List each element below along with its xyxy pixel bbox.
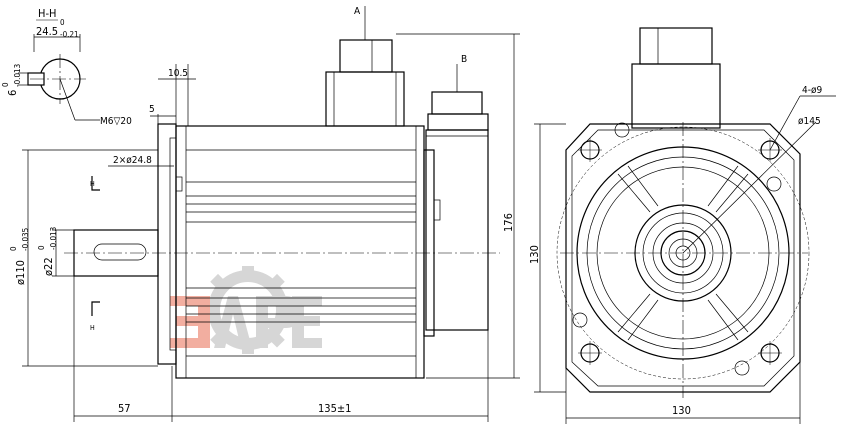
flange-dia-tol-low: -0.035 [21, 228, 30, 251]
spigot-dim: 5 [149, 104, 155, 115]
shaft-dia-dim: ø22 [42, 257, 55, 276]
key-height-dim: 6 [6, 90, 19, 96]
front-spokes [617, 165, 749, 341]
shaft-dia-tol-low: -0.013 [49, 227, 58, 250]
flange-thickness-dim: 10.5 [168, 68, 188, 79]
key-height-tol-up: 0 [1, 82, 10, 87]
holes-dim: 4-ø9 [802, 85, 822, 96]
body-length-dim: 135±1 [318, 402, 351, 415]
connector-b: B [427, 54, 489, 131]
square-width-dim: 130 [672, 404, 691, 417]
total-height-dim: 176 [502, 213, 515, 232]
keyway-width-tol-up: 0 [60, 18, 65, 27]
side-view: A B H H 10.5 5 2×ø24.8 [9, 6, 520, 422]
flange-dia-tol-up: 0 [9, 246, 18, 251]
section-mark-bottom: H [90, 324, 95, 332]
key-height-tol-low: -0.013 [13, 64, 22, 87]
keyway-width-dim: 24.5 [36, 25, 58, 38]
flange-dia-dim: ø110 [14, 260, 27, 285]
shaft-dia-tol-up: 0 [37, 245, 46, 250]
section-view: H-H 24.5 0 -0.21 6 0 -0.013 M6▽20 [1, 7, 132, 127]
pcd-dim: ø145 [798, 116, 821, 127]
connector-a-label: A [354, 6, 361, 17]
keyway-width-tol-low: -0.21 [60, 30, 79, 39]
watermark-logo [170, 266, 322, 354]
shaft-length-dim: 57 [118, 402, 131, 415]
tail-dia-dim: 2×ø24.8 [113, 155, 152, 166]
thread-spec: M6▽20 [100, 116, 132, 127]
section-mark-top: H [90, 180, 95, 188]
front-view: 4-ø9 ø145 130 130 [528, 27, 836, 424]
square-height-dim: 130 [528, 245, 541, 264]
connector-b-label: B [461, 54, 467, 65]
cooling-fins [186, 149, 416, 357]
connector-a: A [325, 6, 405, 127]
section-label: H-H [38, 7, 56, 20]
